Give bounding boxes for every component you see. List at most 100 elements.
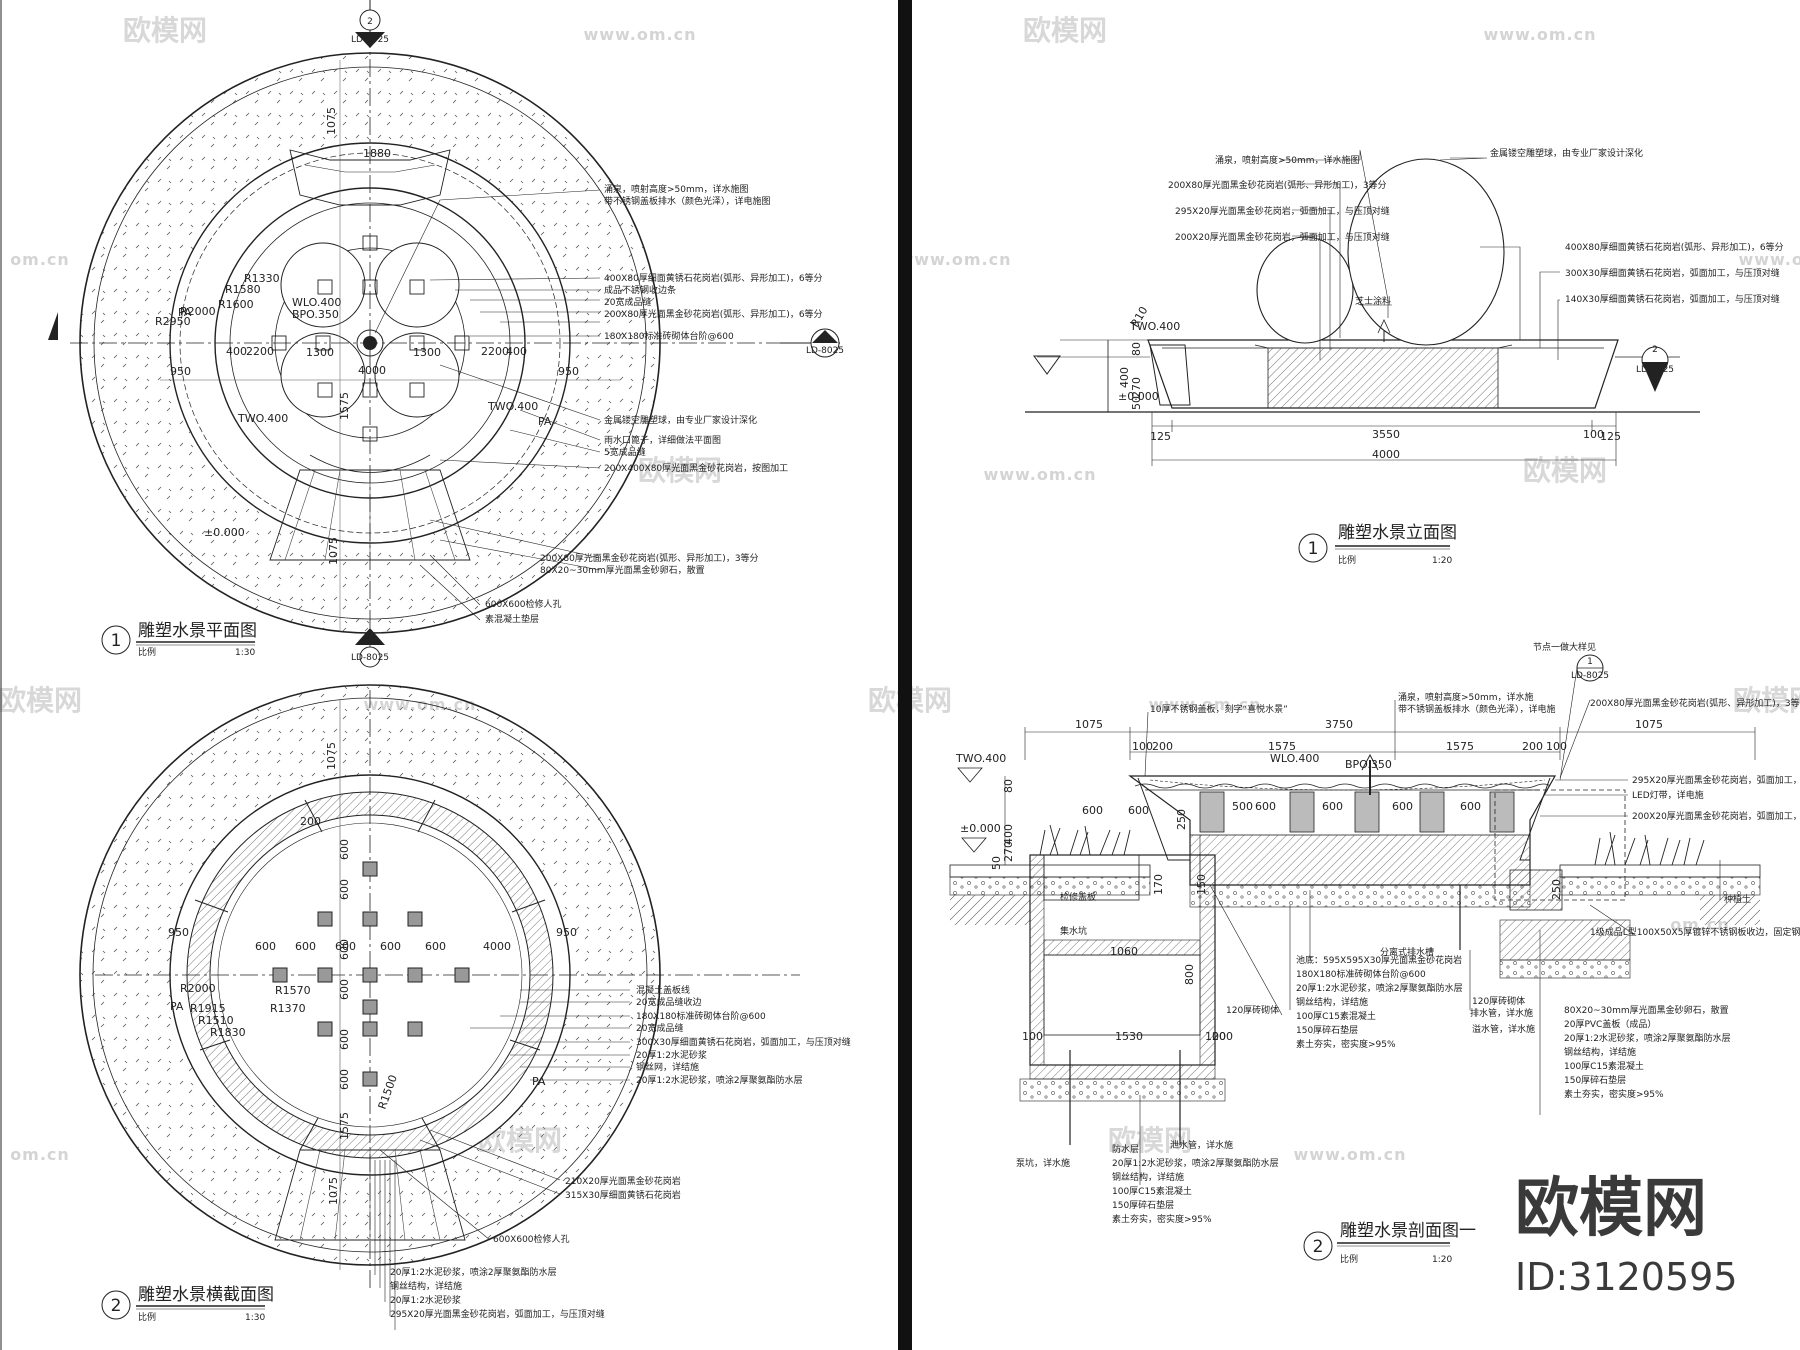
- cross-dim-600-j: 600: [338, 939, 351, 960]
- elevation-title-block: 1 雕塑水景立面图 比例 1:20: [1298, 523, 1457, 566]
- cross-note-315: 315X30厚细面黄锈石花岗岩: [565, 1189, 681, 1201]
- brand-stamp: 欧模网 ID:3120595: [1515, 1172, 1738, 1299]
- plan-scale-label: 比例: [138, 646, 156, 658]
- watermark-brand: 欧模网: [1023, 14, 1107, 47]
- section-title-number: 2: [1313, 1237, 1324, 1257]
- section-dim-1575-a: 1575: [1268, 740, 1296, 753]
- plan-note-sculpture-ball: 金属镂空雕塑球，由专业厂家设计深化: [604, 414, 757, 426]
- elevation-dim-270: 270: [1130, 377, 1143, 398]
- watermark-brand: 欧模网: [1733, 684, 1800, 717]
- section-dim-1075-right: 1075: [1635, 718, 1663, 731]
- section-title: 雕塑水景剖面图一: [1340, 1221, 1476, 1241]
- section-note-overflow: 排水管，详水施: [1470, 1007, 1533, 1019]
- section-callout: 节点一做大样见 1 LD-8025: [1533, 641, 1609, 781]
- section-dim-100-pit: 100: [1022, 1030, 1043, 1043]
- plan-section-mark-south: 2 LD-8025: [351, 628, 389, 668]
- section-note-black-granite: 200X80厚光面黑金砂花岗岩(弧形、异形加工)，3等分: [1590, 697, 1800, 709]
- section-dim-100-b: 100: [1546, 740, 1567, 753]
- elevation-note-200: 200X20厚光面黑金砂花岗岩，弧面加工，与压顶对缝: [1175, 231, 1390, 243]
- section-note-gravel-right: 150厚碎石垫层: [1564, 1074, 1626, 1086]
- section-callout-ref: LD-8025: [1571, 671, 1609, 681]
- cross-dim-top: 1075: [325, 742, 338, 770]
- cross-radius-1370: R1370: [270, 1002, 306, 1015]
- plan-level-bottom: BPO.350: [292, 308, 339, 321]
- elevation-scale: 1:20: [1432, 556, 1452, 566]
- elevation-dim-125-left: 125: [1150, 430, 1171, 443]
- section-level-top: TWO.400: [955, 752, 1006, 765]
- plan-dim-bottom-1075: 1075: [327, 537, 340, 565]
- elevation-note-coating: 芝士涂料: [1355, 295, 1391, 307]
- section-note-soil: 种植土: [1724, 893, 1751, 905]
- elevation-dim-400: 400: [1118, 367, 1131, 388]
- elevation-level-top: TWO.400: [1129, 320, 1180, 333]
- section-dim-200-a: 200: [1152, 740, 1173, 753]
- section-dim-1575-b: 1575: [1446, 740, 1474, 753]
- plan-note-joint-5: 5宽成品缝: [604, 446, 646, 458]
- cross-note-300: 300X30厚细面黄锈石花岗岩，弧面加工，与压顶对缝: [636, 1036, 851, 1048]
- cross-note-brick-step: 180X180标准砖砌体台阶@600: [636, 1010, 766, 1022]
- section-note-waterproof: 20厚1:2水泥砂浆，喷涂2厚聚氨酯防水层: [1296, 982, 1463, 994]
- plan-note-steel-edge: 成品不锈钢收边条: [604, 284, 676, 296]
- cross-radius-1570: R1570: [275, 984, 311, 997]
- cross-level-pa-left: PA: [170, 1000, 184, 1013]
- section-scale-label: 比例: [1340, 1253, 1358, 1265]
- watermark-url: www.om.cn: [1738, 250, 1800, 269]
- watermark-url: www.om.cn: [898, 250, 1011, 269]
- cross-dim-600-b: 600: [295, 940, 316, 953]
- watermark-brand: 欧模网: [1523, 454, 1607, 487]
- section-dim-100-a: 100: [1132, 740, 1153, 753]
- section-note-structure: 钢丝结构，详结施: [1296, 996, 1368, 1008]
- elevation-title-number: 1: [1308, 539, 1319, 559]
- plan-note-black-block: 200X400X80厚光面黑金砂花岗岩，按图加工: [604, 462, 788, 474]
- section-note-waterproof-layer: 防水层: [1112, 1143, 1139, 1155]
- cross-radius-1510: R1510: [198, 1014, 234, 1027]
- plan-section-mark-east: 1 LD-8025: [780, 328, 844, 358]
- cross-dim-950-left: 950: [168, 926, 189, 939]
- plan-section-north-ref: LD-8025: [351, 35, 389, 45]
- cross-note-manhole: 600X600检修人孔: [493, 1233, 570, 1245]
- section-note-c15: 100厚C15素混凝土: [1296, 1010, 1376, 1022]
- cross-dim-600-e: 600: [425, 940, 446, 953]
- section-note-gravel: 150厚碎石垫层: [1296, 1024, 1358, 1036]
- section-note-pump: 泵坑，详水施: [1016, 1157, 1070, 1169]
- cross-note-structure: 钢丝结构，详结施: [390, 1280, 462, 1292]
- plan-dim-center-4000: 4000: [358, 364, 386, 377]
- section-note-pit-compact: 素土夯实，密实度>95%: [1112, 1213, 1212, 1225]
- plan-dim-right-400: 400: [506, 345, 527, 358]
- section-dim-100-pit-b: 100: [1205, 1030, 1226, 1043]
- section-note-c15-right: 100厚C15素混凝土: [1564, 1060, 1644, 1072]
- sheet-divider: [898, 0, 912, 1350]
- plan-radius-2950: R2950: [155, 315, 191, 328]
- elevation-note-coping: 400X80厚细面黄锈石花岗岩(弧形、异形加工)，6等分: [1565, 241, 1784, 253]
- section-callout-title: 节点一做大样见: [1533, 641, 1596, 653]
- section-note-overflow-pipe: 溢水管，详水施: [1472, 1023, 1535, 1035]
- plan-section-mark-north: 2 LD-8025: [351, 0, 389, 48]
- section-dim-1075-left: 1075: [1075, 718, 1103, 731]
- plan-level-top-right: TWO.400: [487, 400, 538, 413]
- plan-note-joint-20: 20宽成品缝: [604, 296, 651, 308]
- elevation-section-number: 2: [1652, 345, 1658, 355]
- plan-scale: 1:30: [235, 648, 255, 658]
- cross-dim-600-c: 600: [335, 940, 356, 953]
- section-scale: 1:20: [1432, 1255, 1452, 1265]
- plan-note-concrete: 素混凝土垫层: [485, 613, 539, 625]
- elevation-level-ground: ±0.000: [1118, 390, 1159, 403]
- section-note-drain-trench: 分离式排水槽: [1380, 946, 1434, 958]
- section-note-fountain: 涌泉，喷射高度>50mm，详水施: [1398, 691, 1534, 703]
- section-note-structure-right: 钢丝结构，详结施: [1564, 1046, 1636, 1058]
- section-dim-250-a: 250: [1175, 809, 1188, 830]
- cross-dim-600-a: 600: [255, 940, 276, 953]
- plan-dim-left-2200: 2200: [246, 345, 274, 358]
- watermark-brand: 欧模网: [123, 14, 207, 47]
- section-dim-500: 500: [1232, 800, 1253, 813]
- cross-note-waterproof-2: 20厚1:2水泥砂浆，喷涂2厚聚氨酯防水层: [390, 1266, 557, 1278]
- cross-dim-1575: 1575: [338, 1112, 351, 1140]
- elevation-dim-125-right: 125: [1600, 430, 1621, 443]
- cross-radius-1830: R1830: [210, 1026, 246, 1039]
- plan-section-north-number: 2: [367, 17, 373, 27]
- section-dim-250-b: 250: [1550, 879, 1563, 900]
- cross-note-295: 295X20厚光面黑金砂花岗岩，弧面加工，与压顶对缝: [390, 1308, 605, 1320]
- plan-radius-1580: R1580: [225, 283, 261, 296]
- cross-section-drawing: 1075 950 950 600 600 600 600 600 600 600…: [79, 684, 851, 1330]
- plan-note-pebbles: 80X20~30mm厚光面黑金砂卵石，散置: [540, 564, 705, 576]
